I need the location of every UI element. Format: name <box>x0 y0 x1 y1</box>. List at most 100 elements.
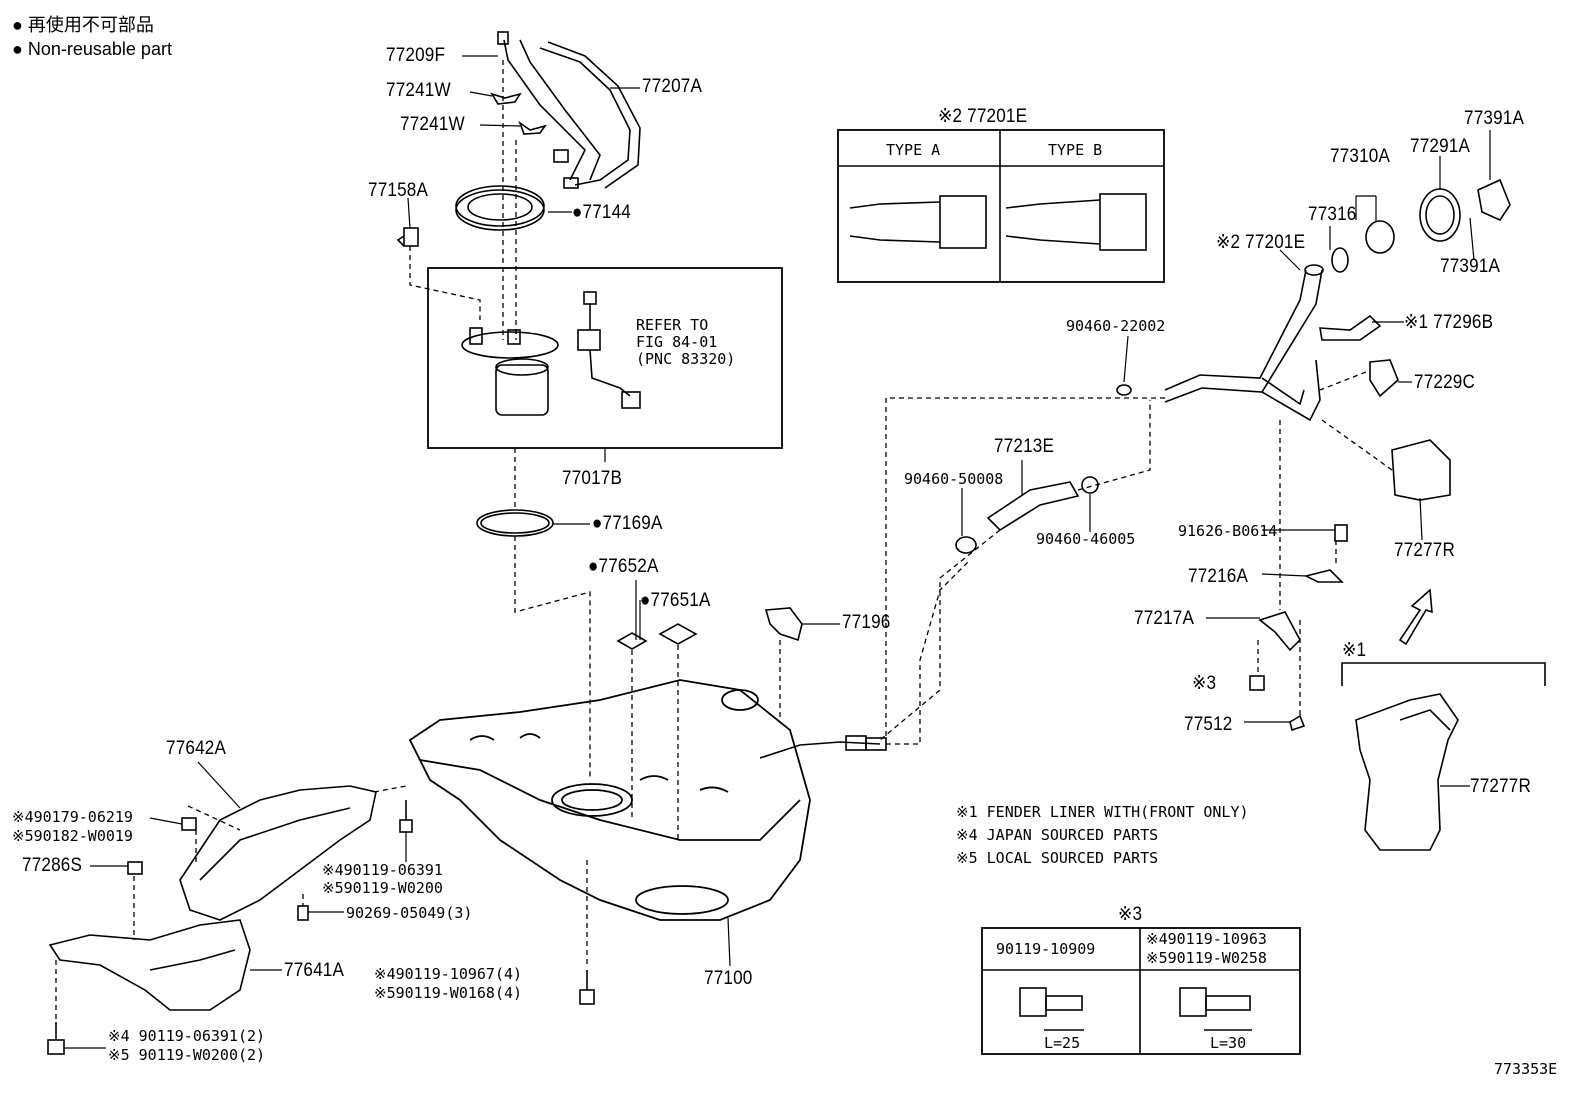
hose-77213E <box>986 481 1080 532</box>
clamp-90460-22002 <box>1116 384 1132 396</box>
gasket-77316 <box>1331 247 1349 273</box>
footnote-1: ※1 FENDER LINER WITH(FRONT ONLY) <box>956 803 1249 821</box>
part-label[interactable]: 77277R <box>1394 540 1455 561</box>
assembly-dashes <box>55 60 1393 1022</box>
part-label[interactable]: 90460-22002 <box>1066 317 1166 335</box>
note1-bracket <box>1341 662 1546 686</box>
band-77391A <box>1477 178 1511 222</box>
part-label[interactable]: ※590119-W0168(4) <box>374 984 523 1002</box>
retainer-ring-77144 <box>455 185 545 231</box>
note1-mark: ※1 <box>1342 640 1367 661</box>
part-label[interactable]: 77217A <box>1134 608 1195 629</box>
type-a-label: TYPE A <box>886 141 941 159</box>
clip-77229C <box>1369 359 1399 398</box>
table3-cell-b2[interactable]: ※590119-W0258 <box>1146 949 1267 967</box>
bolt-l30-icon <box>1179 987 1207 1017</box>
clamp-90460-50008 <box>955 536 977 554</box>
tank-filler-pipe <box>759 741 881 759</box>
type-b-pipe <box>1099 193 1147 251</box>
part-label[interactable]: 77229C <box>1414 372 1475 393</box>
fuel-pump-77017B <box>461 327 559 416</box>
fuel-line-assembly <box>497 31 641 189</box>
part-label[interactable]: 77216A <box>1188 566 1249 587</box>
part-label[interactable]: 77291A <box>1410 136 1471 157</box>
part-label[interactable]: ※5 90119-W0200(2) <box>108 1046 266 1064</box>
fuel-tank-77100 <box>408 679 811 921</box>
bracket-77217A <box>1258 611 1301 652</box>
part-label[interactable]: 77158A <box>368 180 429 201</box>
bracket-77216A <box>1303 569 1344 583</box>
part-label[interactable]: ※490179-06219 <box>12 808 133 826</box>
part-label[interactable]: ※490119-10967(4) <box>374 965 523 983</box>
part-label[interactable]: ※1 77296B <box>1404 312 1494 333</box>
length-30: L=30 <box>1210 1034 1247 1052</box>
clip-77241W <box>490 92 522 105</box>
part-label[interactable]: 91626-B0614 <box>1178 522 1278 540</box>
refer-note-1: REFER TO <box>636 316 709 334</box>
leader-lines <box>64 55 1491 1049</box>
table3-cell-b1[interactable]: ※490119-10963 <box>1146 930 1267 948</box>
part-label[interactable]: ※2 77201E <box>1216 232 1306 253</box>
part-label[interactable]: 77641A <box>284 960 345 981</box>
part-label[interactable]: ※2 77201E <box>938 106 1028 127</box>
note3-mark: ※3 <box>1192 673 1217 694</box>
sensor-77158A <box>396 227 419 247</box>
part-label[interactable]: ●77652A <box>588 556 659 577</box>
refer-note-2: FIG 84-01 <box>636 333 718 351</box>
part-label[interactable]: 77100 <box>704 968 753 989</box>
part-label[interactable]: ※490119-06391 <box>322 861 443 879</box>
part-label[interactable]: 77213E <box>994 436 1055 457</box>
part-label[interactable]: 77241W <box>400 114 465 135</box>
part-label[interactable]: 77196 <box>842 612 891 633</box>
part-label[interactable]: 77209F <box>386 45 446 66</box>
heat-insulator-77642A <box>179 785 377 921</box>
part-label[interactable]: 77310A <box>1330 146 1391 167</box>
part-label[interactable]: 77391A <box>1440 256 1501 277</box>
length-25: L=25 <box>1044 1034 1081 1052</box>
table3-cell-a[interactable]: 90119-10909 <box>996 940 1096 958</box>
part-label[interactable]: ●77144 <box>572 202 631 223</box>
patch-77651A <box>658 623 698 645</box>
part-label[interactable]: ※4 90119-06391(2) <box>108 1027 266 1045</box>
part-label[interactable]: 77207A <box>642 76 703 97</box>
legend-line-2: ● Non-reusable part <box>12 39 172 59</box>
table3-title: ※3 <box>1118 904 1143 925</box>
part-label[interactable]: ※590119-W0200 <box>322 879 443 897</box>
clip-77241W-2 <box>518 120 547 135</box>
bolt-90269 <box>297 905 309 921</box>
part-label[interactable]: 90269-05049(3) <box>346 904 473 922</box>
bolt-90119-10967 <box>579 989 595 1005</box>
bolt-90119-06391-2 <box>47 1039 65 1055</box>
bolt-90119-06391 <box>399 819 413 833</box>
heat-insulator-77641A <box>48 919 251 1011</box>
part-label[interactable]: 90460-50008 <box>904 470 1004 488</box>
bracket-77196 <box>764 607 803 642</box>
patch-77652A <box>616 632 648 650</box>
footnote-4: ※4 JAPAN SOURCED PARTS <box>956 826 1159 844</box>
part-label[interactable]: 77512 <box>1184 714 1233 735</box>
gasket-77169A <box>476 509 554 537</box>
clip-77512 <box>1289 714 1306 732</box>
part-label[interactable]: ●77651A <box>640 590 711 611</box>
part-label[interactable]: 77286S <box>22 855 83 876</box>
bolt-l25-icon <box>1019 987 1047 1017</box>
part-label[interactable]: 77277R <box>1470 776 1531 797</box>
mudguard-77277R <box>1391 439 1451 501</box>
part-label[interactable]: 77241W <box>386 80 451 101</box>
fuel-cap-77310A <box>1365 220 1395 254</box>
bolt-length-table <box>981 927 1301 1055</box>
part-label[interactable]: 77391A <box>1464 108 1525 129</box>
type-b-label: TYPE B <box>1048 141 1103 159</box>
footnote-5: ※5 LOCAL SOURCED PARTS <box>956 849 1159 867</box>
part-label[interactable]: 77642A <box>166 738 227 759</box>
part-label[interactable]: ※590182-W0019 <box>12 827 133 845</box>
part-label[interactable]: 77316 <box>1308 204 1357 225</box>
part-label[interactable]: 90460-46005 <box>1036 530 1136 548</box>
hose-77296B <box>1319 314 1382 341</box>
part-label[interactable]: 77017B <box>562 468 623 489</box>
type-a-pipe <box>939 195 987 249</box>
part-label[interactable]: ●77169A <box>592 513 663 534</box>
fender-liner-77277R <box>1355 693 1459 851</box>
clip-90179 <box>181 817 197 831</box>
